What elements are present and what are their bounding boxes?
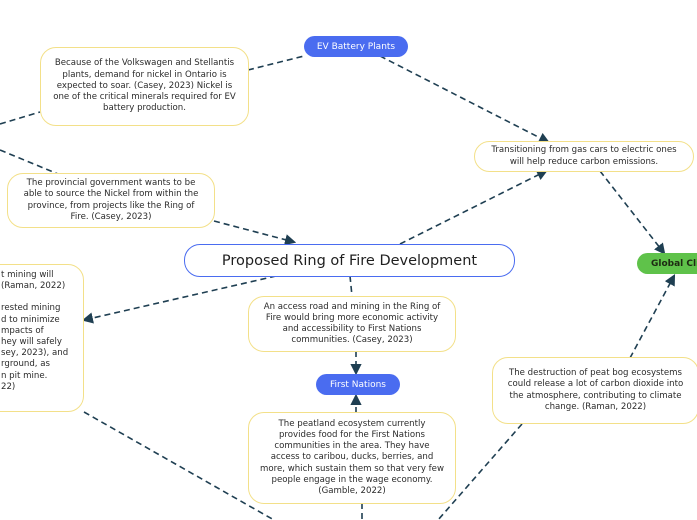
connector-left-to-nickel [0,111,41,125]
note-gas-to-electric[interactable]: Transitioning from gas cars to electric … [474,141,694,172]
note-access-road-text: An access road and mining in the Ring of… [263,301,441,346]
topic-first-nations[interactable]: First Nations [316,374,400,395]
note-nickel-demand[interactable]: Because of the Volkswagen and Stellantis… [40,47,249,126]
note-nickel-demand-text: Because of the Volkswagen and Stellantis… [53,58,236,114]
note-mining-partial[interactable]: t mining will (Raman, 2022) rested minin… [0,264,84,412]
connector-central-to-gas [399,169,549,245]
note-interested-mining-text: rested mining d to minimize mpacts of he… [1,303,69,392]
topic-ev-battery-plants[interactable]: EV Battery Plants [304,36,408,57]
note-mining-partial-line2: (Raman, 2022) [1,281,66,292]
connector-gas-to-climate [599,170,666,255]
note-peat-bog-text: The destruction of peat bog ecosystems c… [507,368,684,412]
connector-peat-bog-to-climate [629,274,676,359]
note-peat-bog[interactable]: The destruction of peat bog ecosystems c… [492,357,697,424]
note-access-road[interactable]: An access road and mining in the Ring of… [248,296,456,352]
connector-ev-to-gas [379,55,550,144]
note-gas-to-electric-text: Transitioning from gas cars to electric … [491,145,677,167]
note-peatland-food[interactable]: The peatland ecosystem currently provide… [248,412,456,504]
note-peatland-food-text: The peatland ecosystem currently provide… [259,418,444,496]
note-mining-partial-line1: t mining will [1,270,54,280]
topic-first-nations-label: First Nations [330,379,386,390]
connector-mining-down [83,411,275,520]
topic-global-climate-label: Global Clim [651,258,697,269]
central-topic-title: Proposed Ring of Fire Development [221,252,478,269]
topic-global-climate[interactable]: Global Clim [637,253,697,274]
note-provincial-government-text: The provincial government wants to be ab… [23,178,199,222]
topic-ev-battery-plants-label: EV Battery Plants [316,41,396,52]
note-provincial-government[interactable]: The provincial government wants to be ab… [7,173,215,228]
connector-central-to-access-road [349,275,353,297]
connector-provincial-to-central [213,220,297,246]
connector-central-to-mining [81,275,277,324]
central-topic[interactable]: Proposed Ring of Fire Development [184,244,515,277]
connector-left-to-provincial [0,149,59,175]
connector-nickel-to-ev [247,55,305,71]
connector-peat-bog-down [437,423,523,520]
